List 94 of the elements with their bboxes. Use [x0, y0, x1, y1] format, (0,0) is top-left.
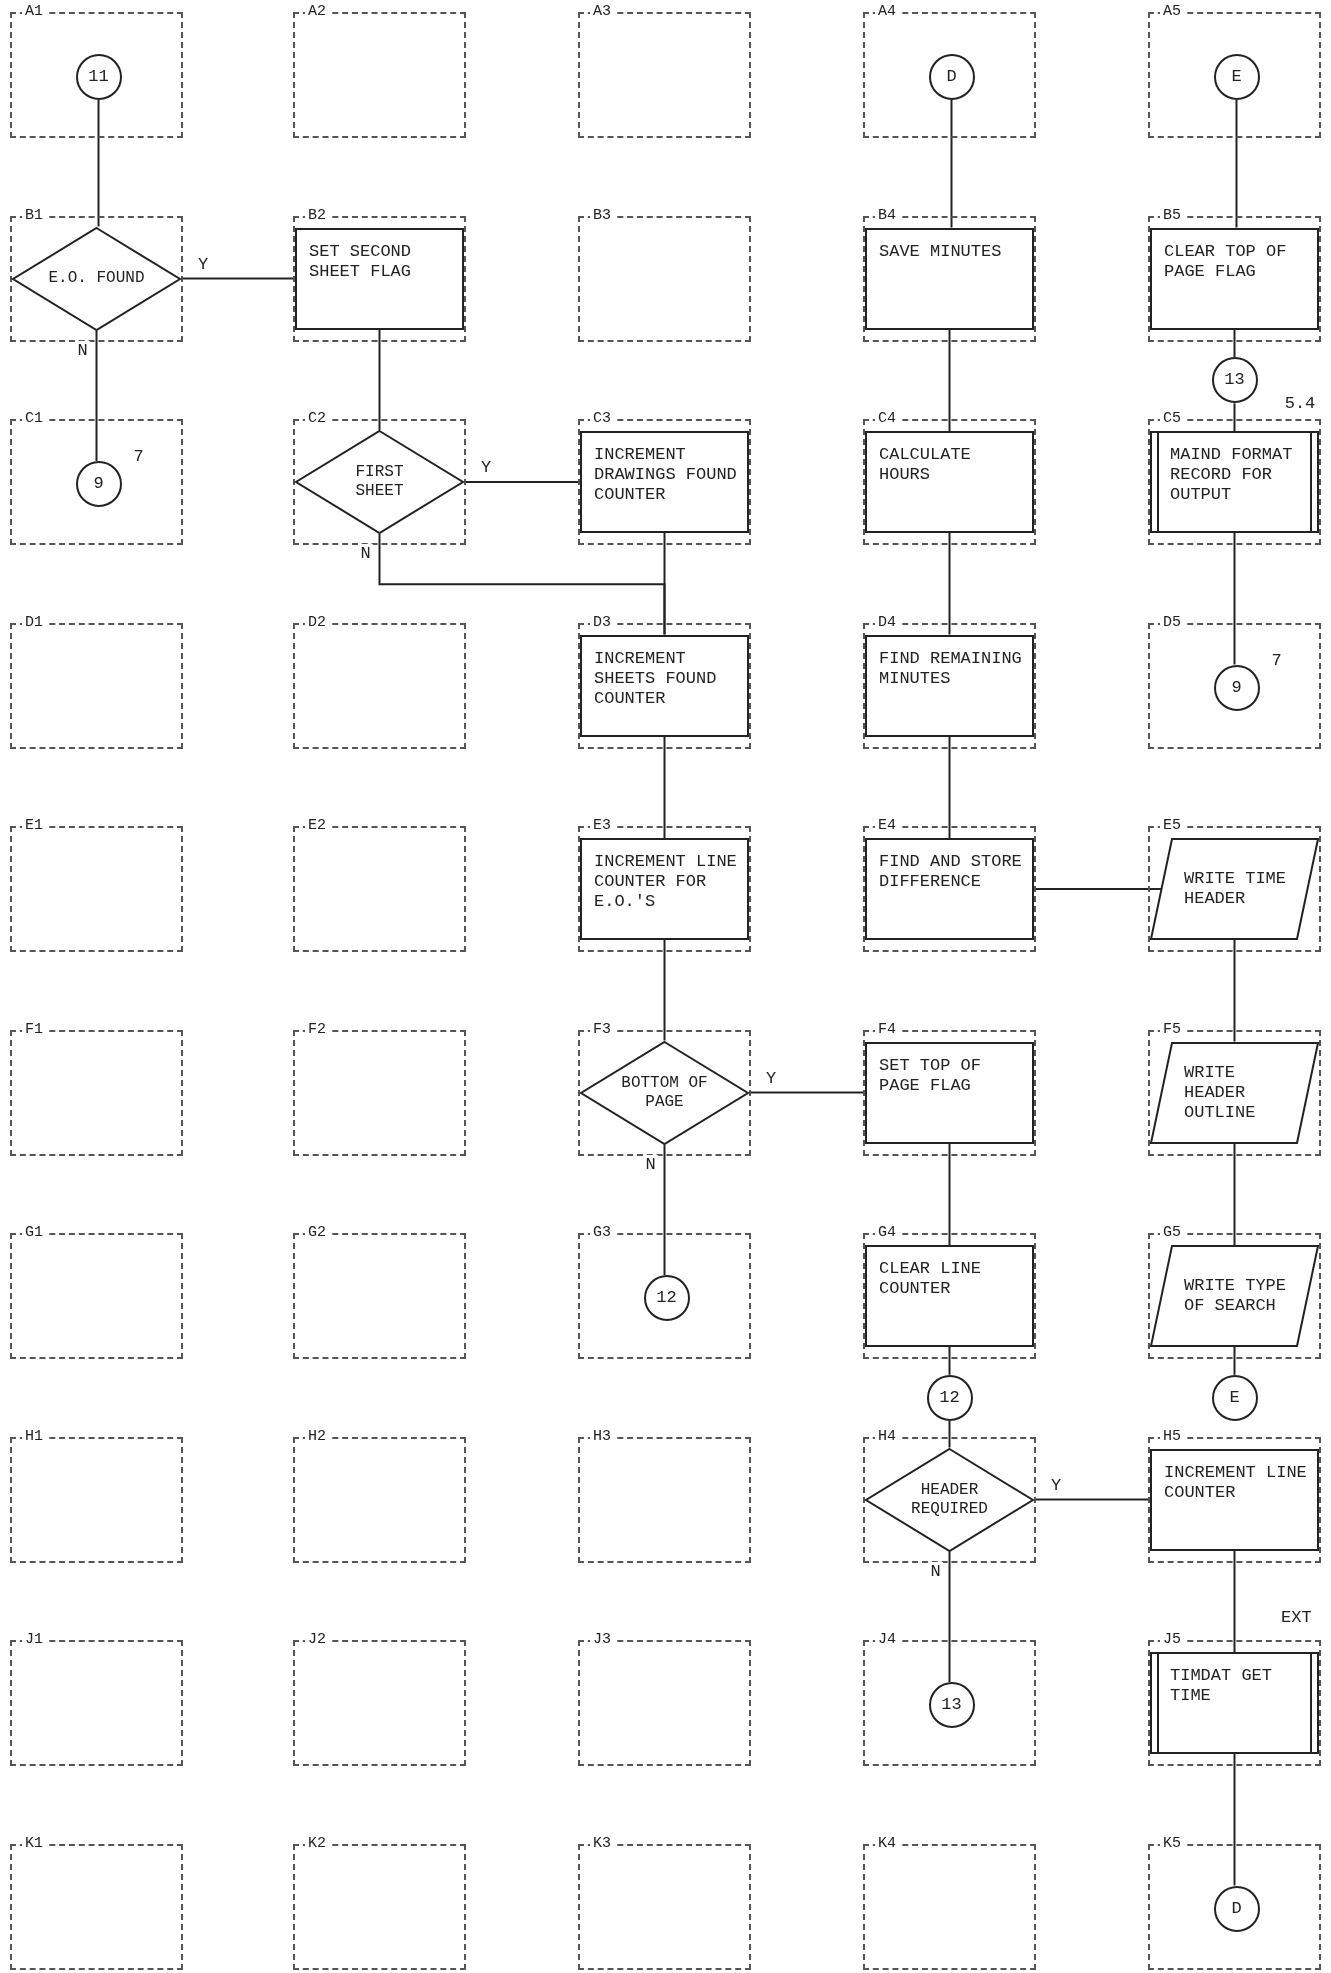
- node-text: 11: [88, 67, 109, 87]
- process-box: [580, 431, 749, 533]
- process-box: [1150, 227, 1319, 330]
- connector-line: [1233, 328, 1236, 359]
- node-text: SAVE MINUTES: [879, 241, 1002, 262]
- connector-line: [1233, 1346, 1236, 1376]
- node-text: SET TOP OF PAGE FLAG: [879, 1055, 983, 1096]
- node-text: D: [1231, 1898, 1242, 1919]
- node-text: CLEAR TOP OF PAGE FLAG: [1164, 241, 1288, 282]
- node-text: INCREMENT LINE COUNTER FOR E.O.'S: [594, 852, 737, 912]
- connector-circle: [1213, 1885, 1260, 1932]
- node-text: 12: [939, 1387, 960, 1408]
- decision-diamond: [295, 430, 464, 534]
- connector-circle: [75, 54, 122, 100]
- connector-circle: [1213, 54, 1260, 100]
- connector-circle: [1213, 664, 1260, 711]
- process-box: [865, 1245, 1034, 1347]
- connector-line: [1033, 888, 1162, 890]
- node-text: 9: [93, 474, 104, 494]
- node-text: CALCULATE HOURS: [879, 445, 972, 485]
- connector-line: [463, 481, 581, 483]
- node-text: E.O. FOUND: [48, 269, 145, 288]
- node-text: 13: [1224, 370, 1245, 391]
- connector-line: [948, 1550, 951, 1683]
- input-output-parallelogram: [1150, 838, 1319, 940]
- input-output-parallelogram: [1150, 1245, 1319, 1347]
- connector-line: [663, 532, 666, 636]
- connector-line: [97, 99, 100, 228]
- connector-circle: [643, 1275, 690, 1321]
- decision-diamond: [12, 226, 181, 331]
- connector-line: [1233, 402, 1236, 432]
- node-text: TIMDAT GET TIME: [1170, 1666, 1274, 1706]
- node-text: SET SECOND SHEET FLAG: [309, 241, 413, 282]
- process-box: [580, 838, 749, 940]
- connector-line: [1233, 1753, 1236, 1887]
- connector-line: [948, 1142, 951, 1246]
- connector-line: [748, 1091, 866, 1094]
- connector-line: [663, 939, 666, 1042]
- node-text: WRITE TYPE OF SEARCH: [1184, 1276, 1288, 1316]
- connector-circle: [75, 461, 122, 507]
- process-box: [295, 227, 464, 330]
- node-text: 12: [656, 1288, 677, 1308]
- connector-circle: [1211, 1374, 1258, 1421]
- node-text: INCREMENT LINE COUNTER: [1164, 1462, 1307, 1503]
- node-text: INCREMENT SHEETS FOUND COUNTER: [594, 648, 718, 709]
- process-box: [1150, 1448, 1319, 1551]
- input-output-parallelogram: [1150, 1041, 1319, 1144]
- node-text: E: [1229, 1387, 1240, 1408]
- connector-line: [1233, 532, 1236, 666]
- connector-circle: [926, 1374, 973, 1421]
- connector-line: [1235, 99, 1238, 229]
- connector-line: [948, 532, 951, 636]
- connector-line: [95, 329, 98, 462]
- connector-circle: [1211, 357, 1258, 404]
- connector-line: [1033, 1498, 1151, 1501]
- process-box: [865, 227, 1034, 330]
- node-text: 9: [1231, 677, 1242, 698]
- predefined-process-box: [1150, 431, 1319, 533]
- connector-line: [663, 1143, 666, 1276]
- decision-diamond: [580, 1040, 749, 1145]
- connector-line: [948, 1419, 951, 1449]
- connector-circle: [928, 54, 975, 100]
- node-text: FIRST SHEET: [354, 463, 405, 501]
- process-box: [865, 1041, 1034, 1144]
- node-text: CLEAR LINE COUNTER: [879, 1259, 983, 1299]
- decision-diamond: [865, 1447, 1034, 1552]
- predefined-process-box: [1150, 1652, 1319, 1754]
- connector-line: [948, 735, 951, 839]
- node-text: WRITE TIME HEADER: [1184, 869, 1288, 909]
- node-text: 13: [941, 1695, 962, 1715]
- connector-line: [663, 735, 666, 839]
- node-text: E: [1231, 67, 1242, 87]
- page-reference: 5.4: [1284, 394, 1316, 414]
- node-text: FIND AND STORE DIFFERENCE: [879, 852, 1022, 892]
- node-text: HEADER REQUIRED: [910, 1480, 989, 1519]
- process-box: [865, 634, 1034, 737]
- connector-line: [1233, 939, 1236, 1043]
- node-text: FIND REMAINING MINUTES: [879, 648, 1022, 689]
- process-box: [580, 634, 749, 737]
- node-text: WRITE HEADER OUTLINE: [1184, 1062, 1257, 1123]
- connector-line: [950, 99, 953, 229]
- connector-line: [378, 328, 381, 431]
- connector-line: [1233, 1549, 1236, 1653]
- connector-line: [948, 328, 951, 432]
- node-text: INCREMENT DRAWINGS FOUND COUNTER: [594, 445, 737, 505]
- process-box: [865, 838, 1034, 940]
- connector-line: [1233, 1142, 1236, 1246]
- connector-line: [180, 277, 296, 280]
- node-text: MAIND FORMAT RECORD FOR OUTPUT: [1170, 445, 1294, 505]
- connector-line: [948, 1346, 951, 1376]
- process-box: [865, 431, 1034, 533]
- node-text: BOTTOM OF PAGE: [620, 1073, 709, 1112]
- connector-circle: [928, 1682, 975, 1728]
- node-text: D: [946, 67, 957, 87]
